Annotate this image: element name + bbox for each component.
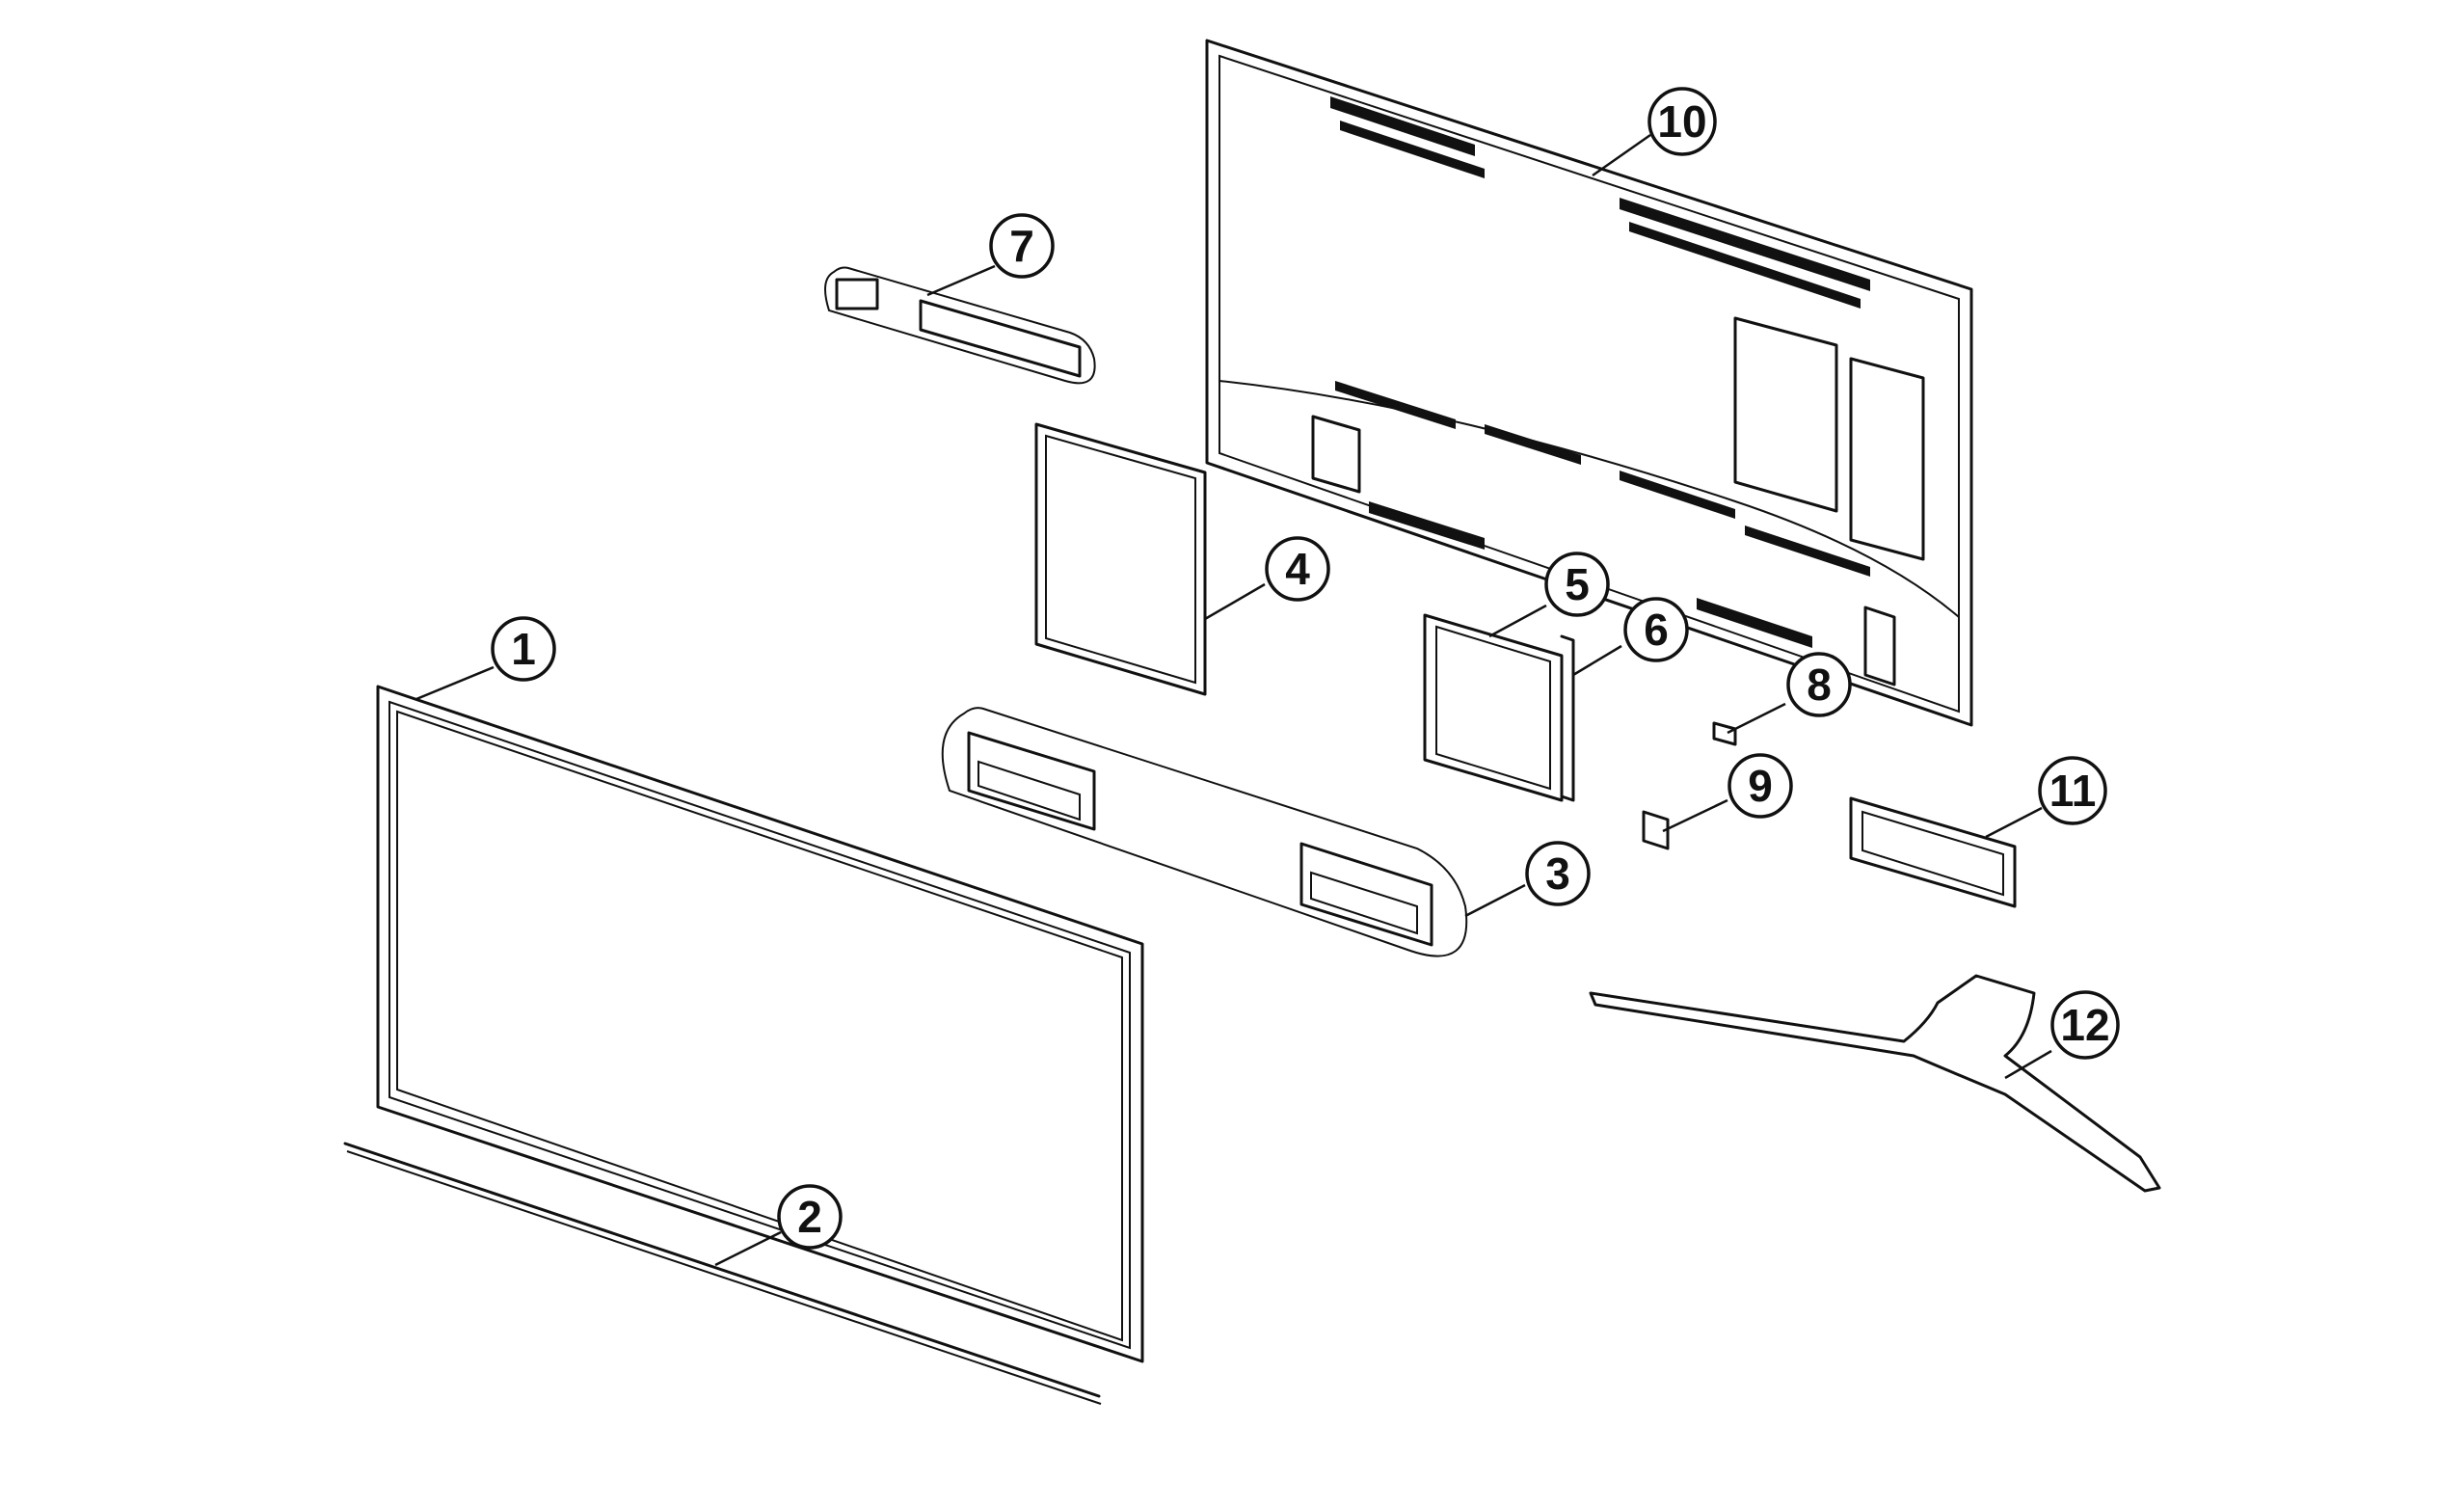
leader-6 [1572, 644, 1622, 677]
callout-7-label: 7 [1009, 221, 1034, 271]
leader-10 [1592, 133, 1651, 177]
leader-4 [1204, 582, 1266, 621]
part-8-clip [1712, 721, 1737, 746]
callout-3-label: 3 [1545, 848, 1570, 899]
callout-3: 3 [1525, 841, 1591, 906]
callout-5-label: 5 [1565, 559, 1590, 609]
leader-1 [415, 665, 495, 701]
callout-1: 1 [491, 616, 556, 682]
callout-4: 4 [1265, 536, 1330, 602]
leader-9 [1662, 798, 1728, 833]
callout-10-label: 10 [1657, 96, 1706, 147]
part-2-bottom-trim [343, 1142, 1102, 1405]
rear-cover-stand-mounts [1311, 415, 1896, 687]
part-4-board-cover [1034, 422, 1207, 696]
callout-8-label: 8 [1807, 660, 1832, 710]
callout-2: 2 [777, 1184, 843, 1250]
leader-3 [1464, 883, 1526, 918]
part-7-control-bracket [824, 266, 1096, 385]
callout-9-label: 9 [1748, 761, 1773, 811]
part-10-rear-cover [1205, 39, 1973, 727]
callout-10: 10 [1647, 87, 1717, 156]
rear-cover-terminal-panel [1733, 316, 1925, 561]
part-3-speakers [941, 707, 1468, 957]
leader-2 [714, 1230, 782, 1267]
callout-9: 9 [1727, 753, 1793, 819]
callout-4-label: 4 [1285, 544, 1310, 594]
callout-1-label: 1 [511, 624, 536, 674]
leader-lines [415, 133, 2052, 1267]
part-5-6-main-board [1423, 613, 1575, 802]
callout-6: 6 [1623, 597, 1689, 662]
callout-12-label: 12 [2060, 1000, 2109, 1050]
leader-7 [926, 264, 996, 297]
leader-12 [2004, 1049, 2052, 1080]
callout-2-label: 2 [797, 1192, 822, 1242]
callout-11-label: 11 [2049, 766, 2097, 816]
part-9-bracket [1642, 810, 1670, 850]
part-11-cable-cover [1849, 796, 2017, 908]
callout-12: 12 [2050, 990, 2120, 1060]
callout-5: 5 [1544, 552, 1610, 617]
callout-8: 8 [1786, 652, 1852, 717]
leader-5 [1488, 604, 1547, 638]
leader-11 [1985, 806, 2043, 839]
part-1-front-panel [376, 685, 1144, 1363]
callout-6-label: 6 [1644, 605, 1669, 655]
callout-7: 7 [989, 213, 1055, 279]
callout-11: 11 [2038, 756, 2107, 825]
leader-8 [1727, 702, 1786, 735]
part-12-stand [1589, 974, 2161, 1193]
rear-cover-vents [1330, 96, 1870, 648]
